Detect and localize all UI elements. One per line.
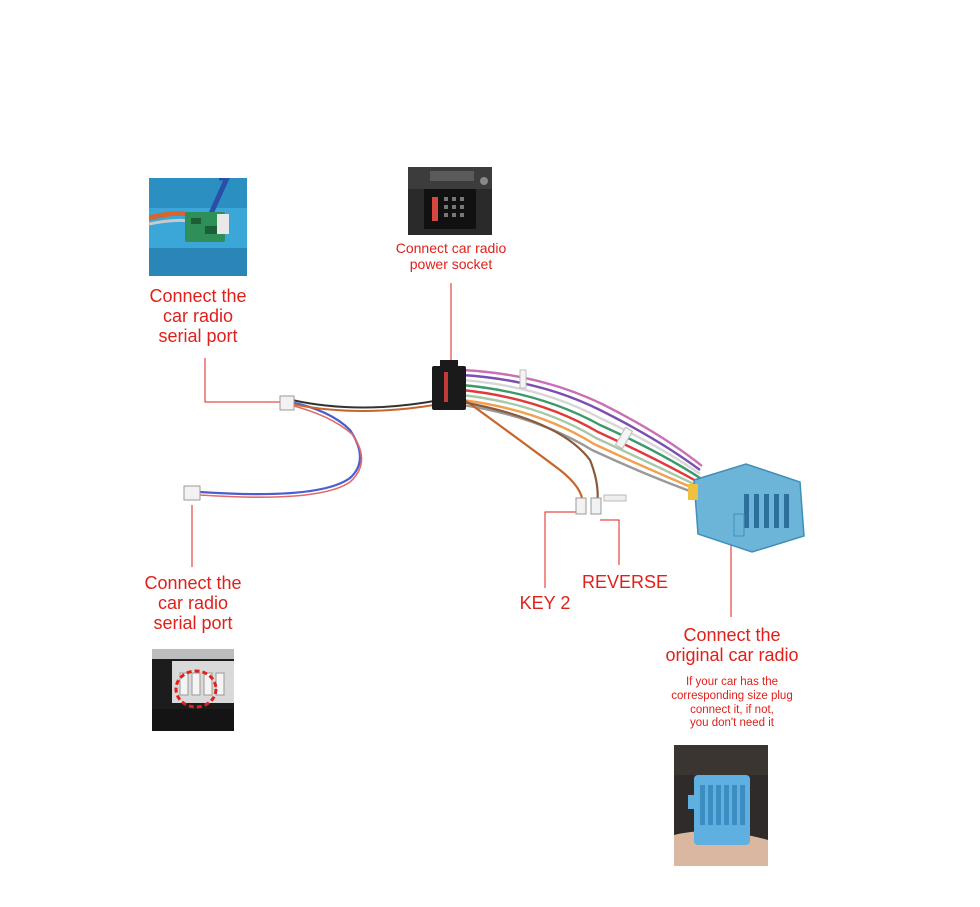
leader-key2 [544, 511, 577, 588]
label-serial-port-top: Connect the car radio serial port [149, 286, 247, 347]
label-serial-port-bottom: Connect the car radio serial port [144, 573, 242, 634]
original-radio-plug-photo [674, 745, 768, 866]
power-socket-photo [408, 167, 492, 235]
label-reverse: REVERSE [582, 572, 669, 592]
label-original-radio-note: If your car has the corresponding size p… [671, 676, 793, 730]
label-power-socket: Connect car radio power socket [395, 240, 507, 272]
leader-serial-top [204, 358, 282, 403]
leader-reverse [600, 519, 620, 565]
label-key2: KEY 2 [519, 593, 571, 613]
blue-connector [688, 463, 805, 553]
serial-port-photo-bottom [152, 649, 234, 731]
serial-port-photo-top [149, 178, 247, 276]
label-original-radio: Connect the original car radio [665, 625, 799, 666]
